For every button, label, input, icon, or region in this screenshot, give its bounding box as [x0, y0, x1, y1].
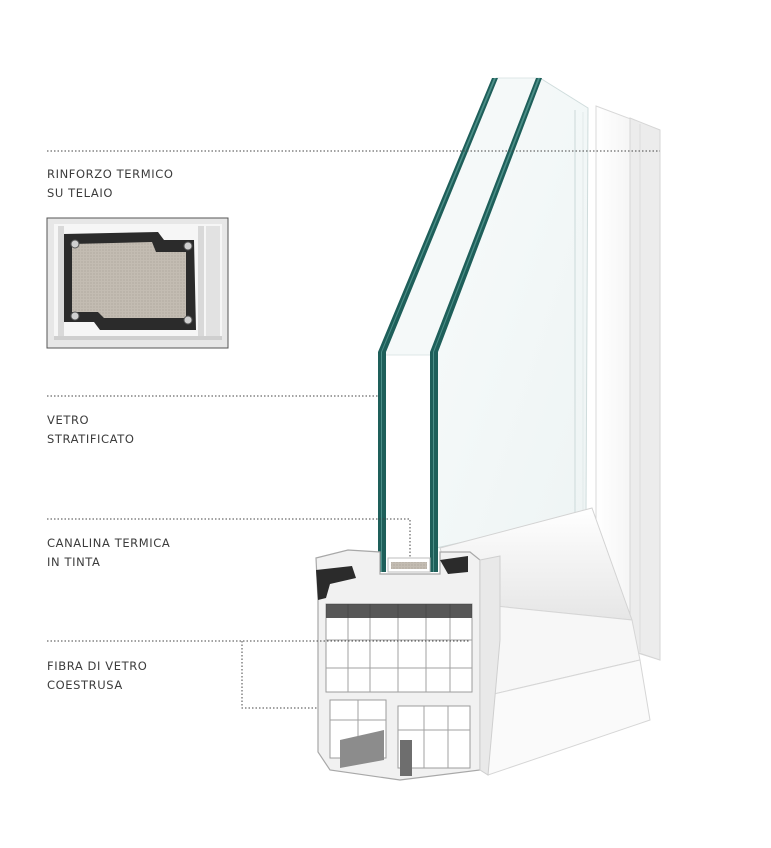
outer-frame	[595, 105, 661, 661]
leader-lines	[47, 150, 660, 709]
callout-line: RINFORZO TERMICO	[47, 167, 174, 181]
callout-line: COESTRUSA	[47, 678, 123, 692]
thermal-reinforcement-inset-photo	[46, 217, 229, 349]
profile-cross-section	[315, 549, 501, 781]
callout-vetro-stratificato: VETRO STRATIFICATO	[47, 411, 135, 449]
leader-fibra-bracket	[241, 641, 318, 709]
callout-line: CANALINA TERMICA	[47, 536, 171, 550]
callout-line: FIBRA DI VETRO	[47, 659, 148, 673]
glass-pane	[383, 77, 589, 549]
thermal-spacer	[387, 557, 431, 573]
callout-line: STRATIFICATO	[47, 432, 135, 446]
callout-line: VETRO	[47, 413, 90, 427]
callout-line: IN TINTA	[47, 555, 101, 569]
callout-rinforzo-termico: RINFORZO TERMICO SU TELAIO	[47, 165, 174, 203]
callout-fibra-di-vetro: FIBRA DI VETRO COESTRUSA	[47, 657, 147, 695]
callout-canalina-termica: CANALINA TERMICA IN TINTA	[47, 534, 170, 572]
leader-canalina	[47, 518, 411, 558]
callout-line: SU TELAIO	[47, 186, 114, 200]
